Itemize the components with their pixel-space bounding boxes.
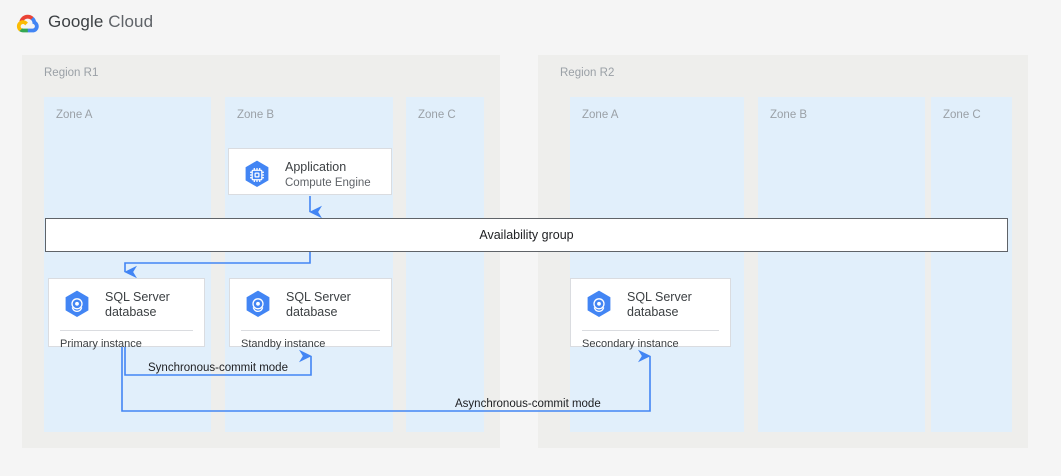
card-primary-title-line2: database [105, 305, 157, 319]
region-r2-label: Region R2 [560, 67, 615, 79]
zone-r1-c-label: Zone C [418, 109, 456, 121]
edge-label-synchronous-commit: Synchronous-commit mode [148, 362, 288, 374]
card-secondary-title-line1: SQL Server [627, 289, 692, 304]
card-standby-title-line2: database [286, 305, 338, 319]
sql-server-database-icon [241, 288, 275, 322]
card-sql-server-primary[interactable]: SQL Server database Primary instance [48, 278, 205, 350]
card-secondary-text: SQL Server database [627, 290, 692, 321]
availability-group-bar: Availability group [45, 218, 1008, 252]
zone-r2-a: Zone A [570, 97, 744, 432]
zone-r2-c-label: Zone C [943, 109, 981, 121]
card-primary-title-line1: SQL Server [105, 289, 170, 304]
region-r1-label: Region R1 [44, 67, 99, 79]
card-standby-title-line1: SQL Server [286, 289, 351, 304]
availability-group-label: Availability group [479, 228, 574, 242]
page-header: Google Cloud [0, 0, 1061, 48]
card-secondary-title-line2: database [627, 305, 679, 319]
sql-server-database-icon [582, 288, 616, 322]
card-standby-footer: Standby instance [241, 338, 326, 350]
card-secondary-divider [582, 330, 719, 331]
card-application-subtitle: Compute Engine [285, 176, 371, 189]
card-secondary-footer: Secondary instance [582, 338, 679, 350]
zone-r1-b-label: Zone B [237, 109, 275, 121]
card-standby-divider [241, 330, 380, 331]
brand-google: Google [48, 12, 104, 31]
card-sql-server-secondary[interactable]: SQL Server database Secondary instance [570, 278, 731, 350]
zone-r2-a-label: Zone A [582, 109, 619, 121]
sql-server-database-icon [60, 288, 94, 322]
card-standby-text: SQL Server database [286, 290, 351, 321]
card-primary-footer: Primary instance [60, 338, 142, 350]
zone-r1-c: Zone C [406, 97, 484, 432]
compute-engine-icon [240, 158, 274, 192]
card-primary-text: SQL Server database [105, 290, 170, 321]
zone-r2-b-label: Zone B [770, 109, 808, 121]
card-sql-server-standby[interactable]: SQL Server database Standby instance [229, 278, 392, 350]
brand-cloud: Cloud [108, 12, 154, 31]
card-application-title: Application [285, 160, 347, 175]
card-primary-divider [60, 330, 193, 331]
zone-r2-c: Zone C [931, 97, 1012, 432]
zone-r1-a-label: Zone A [56, 109, 93, 121]
card-application-text: Application Compute Engine [285, 160, 371, 189]
brand-wordmark: Google Cloud [48, 12, 153, 32]
card-application[interactable]: Application Compute Engine [228, 148, 392, 195]
zone-r1-a: Zone A [44, 97, 211, 432]
zone-r2-b: Zone B [758, 97, 925, 432]
edge-label-asynchronous-commit: Asynchronous-commit mode [455, 398, 601, 410]
google-cloud-logo-icon [14, 10, 42, 38]
